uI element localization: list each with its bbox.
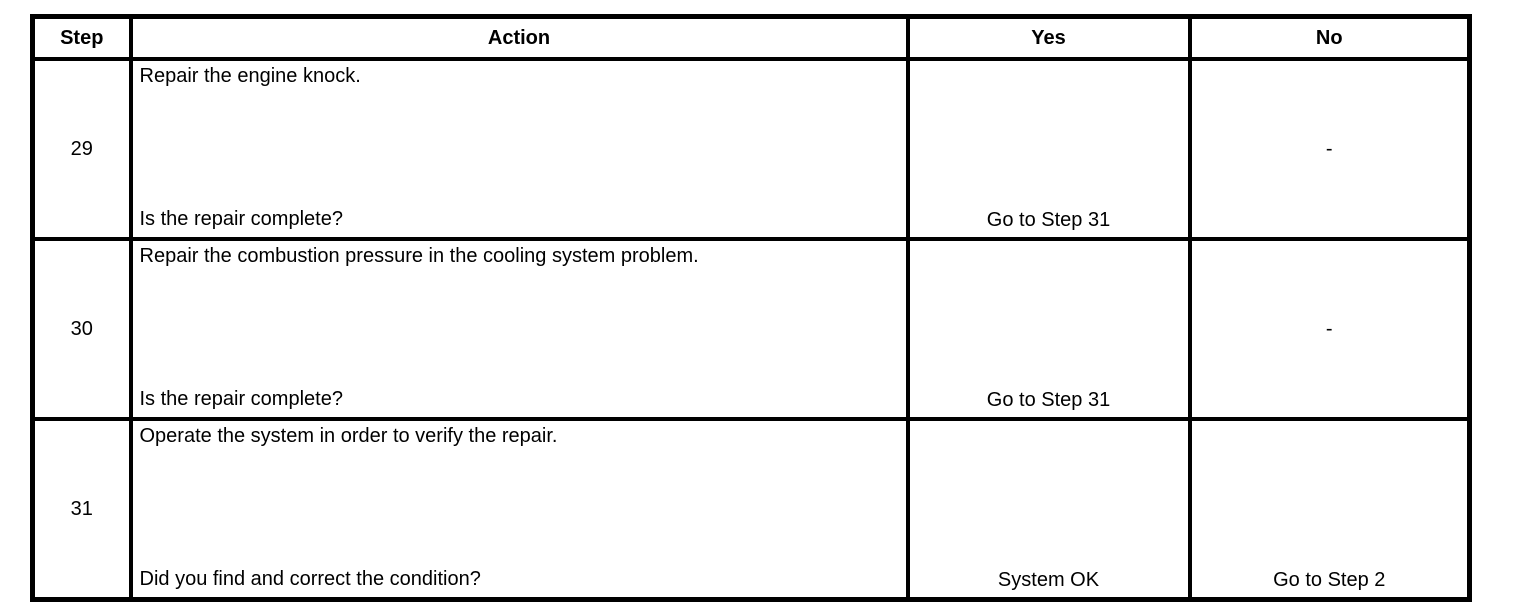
step-number: 30 bbox=[30, 237, 133, 421]
yes-cell: Go to Step 31 bbox=[905, 237, 1192, 421]
action-cell: Repair the combustion pressure in the co… bbox=[128, 237, 910, 421]
yes-value: System OK bbox=[997, 569, 1100, 591]
action-instruction: Operate the system in order to verify th… bbox=[139, 425, 558, 447]
yes-value: Go to Step 31 bbox=[986, 389, 1111, 411]
no-value: - bbox=[1325, 137, 1333, 160]
header-no: No bbox=[1187, 14, 1472, 61]
table-row-step-29: 29 Repair the engine knock. Is the repai… bbox=[30, 57, 1472, 241]
no-cell: Go to Step 2 bbox=[1187, 417, 1472, 602]
no-cell: - bbox=[1187, 237, 1472, 421]
action-cell: Operate the system in order to verify th… bbox=[128, 417, 910, 602]
header-row: Step Action Yes No bbox=[30, 14, 1472, 61]
action-question: Is the repair complete? bbox=[139, 208, 343, 230]
table-row-step-31: 31 Operate the system in order to verify… bbox=[30, 417, 1472, 602]
yes-cell: Go to Step 31 bbox=[905, 57, 1192, 241]
diagnostic-step-table: Step Action Yes No 29 Repair the engine … bbox=[30, 14, 1472, 602]
step-number: 29 bbox=[30, 57, 133, 241]
no-value: - bbox=[1325, 317, 1333, 340]
action-question: Is the repair complete? bbox=[139, 388, 343, 410]
action-instruction: Repair the engine knock. bbox=[139, 65, 361, 87]
header-action: Action bbox=[128, 14, 910, 61]
header-step: Step bbox=[30, 14, 133, 61]
yes-cell: System OK bbox=[905, 417, 1192, 602]
table-row-step-30: 30 Repair the combustion pressure in the… bbox=[30, 237, 1472, 421]
action-instruction: Repair the combustion pressure in the co… bbox=[139, 245, 699, 267]
action-cell: Repair the engine knock. Is the repair c… bbox=[128, 57, 910, 241]
yes-value: Go to Step 31 bbox=[986, 209, 1111, 231]
step-number: 31 bbox=[30, 417, 133, 602]
no-cell: - bbox=[1187, 57, 1472, 241]
action-question: Did you find and correct the condition? bbox=[139, 568, 481, 590]
no-value: Go to Step 2 bbox=[1273, 569, 1386, 591]
header-yes: Yes bbox=[905, 14, 1192, 61]
